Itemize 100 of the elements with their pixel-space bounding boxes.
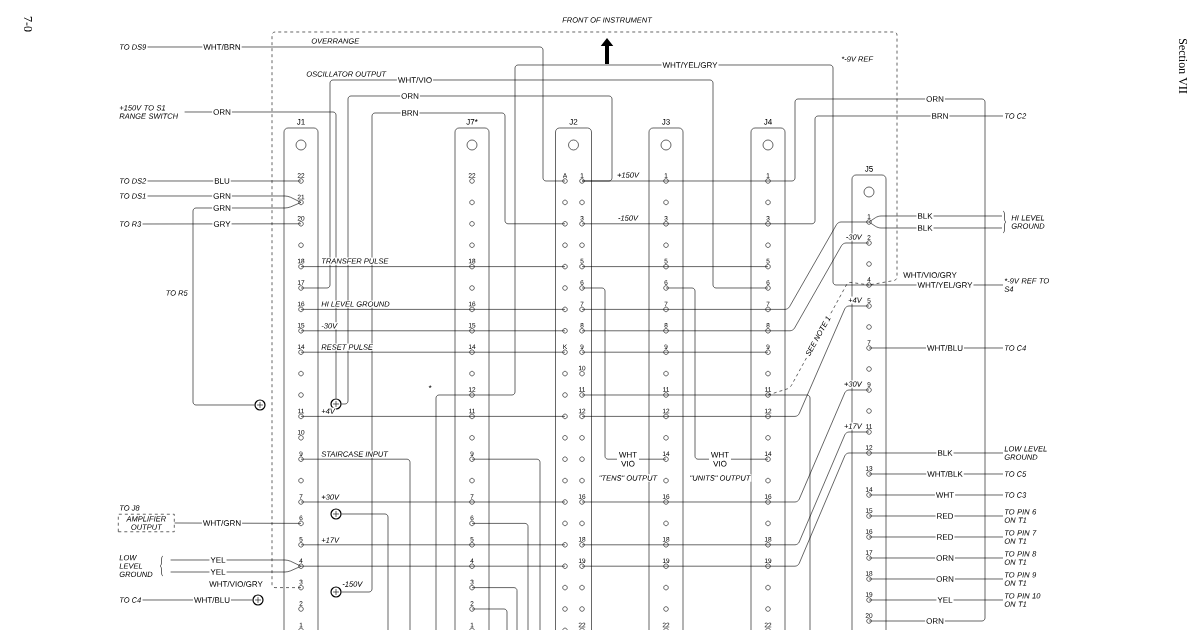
wire bbox=[665, 309, 769, 310]
wire-label: WHT bbox=[934, 491, 956, 499]
wire bbox=[665, 394, 769, 396]
wire-label: BLK bbox=[916, 212, 934, 220]
wire-label: BLK bbox=[936, 449, 954, 457]
wire bbox=[665, 416, 769, 417]
wire bbox=[665, 544, 769, 546]
wire bbox=[868, 578, 1004, 580]
wire bbox=[581, 223, 667, 225]
wire-label: GRN bbox=[212, 192, 232, 200]
wire bbox=[300, 330, 473, 332]
wire-label: WHT/VIO bbox=[396, 76, 434, 84]
wire-label: WHT/VIO/GRY bbox=[902, 271, 958, 279]
wire bbox=[767, 431, 870, 546]
wire bbox=[868, 221, 1003, 229]
wire bbox=[581, 351, 667, 353]
wire-label: WHT/BLK bbox=[926, 470, 964, 478]
wire bbox=[665, 330, 769, 332]
terminal-symbol bbox=[330, 586, 342, 598]
wire bbox=[868, 557, 1004, 559]
wire bbox=[300, 266, 473, 267]
wire bbox=[868, 515, 1004, 517]
wire-label: WHT/BLU bbox=[926, 344, 964, 352]
connector-label: J1 bbox=[296, 119, 305, 125]
wire-label: ORN bbox=[925, 95, 945, 103]
wire-label: WHT/GRN bbox=[201, 519, 243, 527]
wire-label: ORN bbox=[935, 554, 955, 562]
wire bbox=[767, 115, 1004, 225]
terminal-symbol bbox=[330, 398, 342, 410]
wire-label: WHT/YEL/GRY bbox=[916, 281, 974, 289]
section-label: Section VII bbox=[1177, 37, 1189, 95]
wire bbox=[581, 330, 667, 332]
wire bbox=[665, 351, 769, 353]
wire-label: RED bbox=[935, 533, 955, 541]
wire-label: YEL bbox=[936, 596, 954, 604]
wire-label: ORN bbox=[400, 92, 420, 100]
wire-label: BRN bbox=[930, 112, 950, 120]
wire bbox=[581, 287, 667, 460]
wire bbox=[767, 452, 870, 567]
page-number: 7-0 bbox=[22, 15, 34, 33]
wire bbox=[300, 501, 473, 503]
wire-label: WHT VIO bbox=[709, 450, 731, 468]
wire bbox=[665, 501, 769, 503]
wire bbox=[581, 565, 667, 567]
wire bbox=[868, 599, 1004, 601]
connector-label: J2 bbox=[569, 119, 578, 125]
wire bbox=[581, 394, 667, 396]
wire bbox=[665, 565, 769, 567]
wire bbox=[271, 31, 898, 588]
wire bbox=[868, 452, 1004, 454]
wire-label: GRY bbox=[212, 220, 232, 228]
wire bbox=[665, 223, 769, 225]
wire bbox=[471, 501, 566, 503]
wire bbox=[767, 394, 811, 630]
connector-label: J3 bbox=[661, 119, 670, 125]
wire-label: BLK bbox=[916, 224, 934, 232]
wire bbox=[471, 266, 566, 267]
note-mark: * bbox=[427, 384, 433, 392]
wire bbox=[581, 266, 667, 267]
wire bbox=[471, 416, 566, 417]
wire bbox=[341, 95, 613, 405]
wire bbox=[581, 416, 667, 417]
wire-label: WHT/BLU bbox=[193, 596, 231, 604]
wire bbox=[184, 111, 337, 399]
wire bbox=[147, 180, 302, 182]
connector-label: J7* bbox=[466, 119, 478, 125]
wire bbox=[665, 180, 769, 182]
wire bbox=[435, 394, 473, 630]
wire bbox=[192, 202, 302, 406]
wire-label: WHT/BRN bbox=[202, 43, 242, 51]
wire bbox=[767, 98, 986, 622]
wire bbox=[471, 523, 529, 630]
wire bbox=[142, 223, 302, 225]
wire bbox=[471, 309, 566, 310]
connector-label: J5 bbox=[864, 166, 873, 172]
wire bbox=[767, 305, 870, 417]
wire bbox=[471, 544, 566, 546]
wire-label: ORN bbox=[925, 617, 945, 625]
wire bbox=[471, 64, 870, 396]
wire bbox=[341, 513, 389, 630]
wire bbox=[665, 266, 769, 267]
wire-label: RED bbox=[935, 512, 955, 520]
wire-label: BLU bbox=[213, 177, 231, 185]
wire-label: WHT VIO bbox=[617, 450, 639, 468]
wire bbox=[300, 565, 473, 567]
wire bbox=[170, 559, 302, 567]
wire-label: YEL bbox=[209, 568, 227, 576]
connector-label: J4 bbox=[763, 119, 772, 125]
wire bbox=[868, 494, 1004, 496]
terminal-symbol bbox=[254, 399, 266, 411]
terminal-symbol bbox=[330, 508, 342, 520]
wire bbox=[471, 458, 541, 630]
wire-label: ORN bbox=[212, 108, 232, 116]
wire bbox=[581, 180, 667, 182]
wire-label: BRN bbox=[400, 109, 420, 117]
wire bbox=[868, 215, 1003, 223]
wire bbox=[300, 458, 411, 630]
wire-label: YEL bbox=[209, 556, 227, 564]
wire bbox=[767, 242, 870, 332]
wire-label: WHT/VIO/GRY bbox=[208, 580, 264, 588]
